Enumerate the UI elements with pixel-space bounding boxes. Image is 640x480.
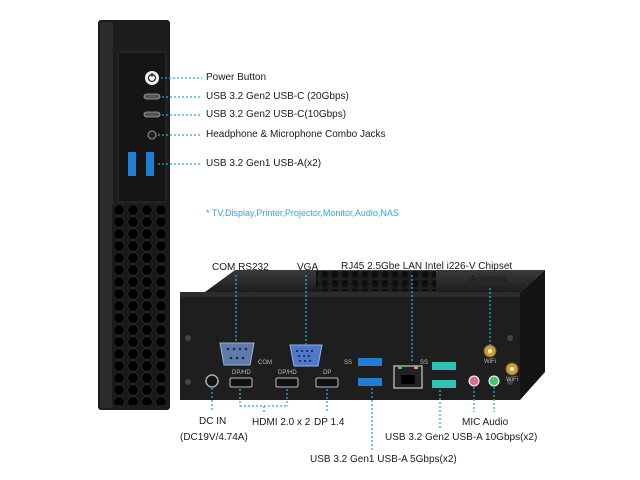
hdmi-port-icon	[229, 377, 253, 388]
antenna-connector-icon	[483, 344, 497, 358]
usb-a-port-icon	[432, 380, 456, 388]
label-usb-c-20gbps: USB 3.2 Gen2 USB-C (20Gbps)	[206, 91, 349, 102]
hdmi-port-icon	[275, 377, 299, 388]
usb-a-port-icon	[358, 358, 382, 366]
displayport-icon	[315, 377, 339, 388]
label-antenna: Antenna	[470, 274, 508, 285]
label-audio-combo: Headphone & Microphone Combo Jacks	[206, 129, 386, 140]
power-button-icon	[145, 71, 159, 85]
panel-mark-dp: DP	[323, 370, 332, 376]
front-unit	[98, 20, 170, 410]
usb-a-port-icon	[358, 378, 382, 386]
antenna-connector-icon	[505, 362, 519, 376]
label-dc-in: DC IN	[199, 416, 227, 427]
label-dp: DP 1.4	[314, 417, 345, 428]
label-rj45: RJ45 2.5Gbe LAN Intel i226-V Chipset	[341, 261, 513, 272]
usb-c-port-icon	[143, 111, 161, 118]
panel-mark-ss: SS	[344, 360, 353, 366]
usb-c-port-icon	[143, 93, 161, 100]
audio-jack-icon	[488, 375, 500, 387]
leader-lines-rear	[211, 275, 495, 450]
usb-a-port-icon	[146, 152, 154, 176]
mic-jack-icon	[468, 375, 480, 387]
label-vga: VGA	[297, 262, 319, 273]
panel-mark-dp-hd: DP/HD	[278, 370, 297, 376]
compatibility-note: * TV,Display,Printer,Projector,Monitor,A…	[206, 208, 399, 218]
label-mic-audio: MIC Audio	[462, 417, 509, 428]
label-dc-spec: (DC19V/4.74A)	[180, 432, 248, 443]
label-com-rs232: COM RS232	[212, 262, 269, 273]
label-usb-c-10gbps: USB 3.2 Gen2 USB-C(10Gbps)	[206, 109, 347, 120]
label-usb-gen1-rear: USB 3.2 Gen1 USB-A 5Gbps(x2)	[310, 454, 457, 465]
rj45-port-icon	[393, 365, 423, 389]
label-usb-gen2-rear: USB 3.2 Gen2 USB-A 10Gbps(x2)	[385, 432, 538, 443]
label-usb-a-front: USB 3.2 Gen1 USB-A(x2)	[206, 158, 322, 169]
audio-jack-icon	[147, 130, 157, 140]
label-hdmi: HDMI 2.0 x 2	[252, 417, 311, 428]
vga-port-icon	[289, 344, 323, 367]
panel-mark-com: COM	[258, 360, 272, 366]
dc-in-port-icon	[205, 374, 219, 388]
usb-a-port-icon	[128, 152, 136, 176]
rear-unit	[180, 270, 545, 400]
panel-mark-dp-hd: DP/HD	[232, 370, 251, 376]
screw-icons	[185, 335, 513, 385]
panel-mark-ss: SS	[420, 360, 429, 366]
label-power-button: Power Button	[206, 72, 267, 83]
leader-lines-front	[158, 77, 202, 165]
com-port-icon	[219, 342, 255, 366]
usb-a-port-icon	[432, 362, 456, 370]
panel-mark-wifi: WiFi	[506, 377, 518, 383]
panel-mark-wifi: WiFi	[484, 359, 496, 365]
